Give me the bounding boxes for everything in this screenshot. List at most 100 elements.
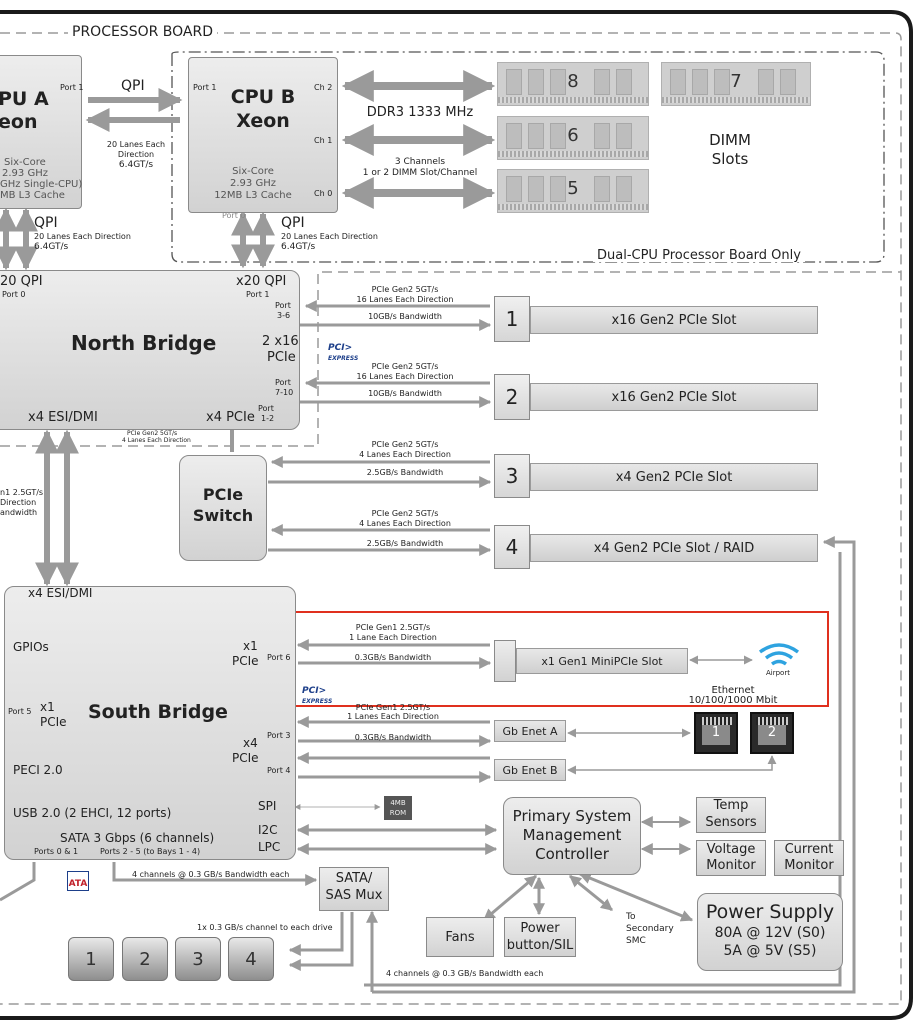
qpi-top-sub: Direction [117,150,155,159]
ddr-channels-2: 1 or 2 DIMM Slot/Channel [362,168,478,178]
nb-qpi-right: x20 QPI [236,274,287,289]
secondary-smc-label-2: Secondary [626,924,674,934]
nb-port36-b: 3-6 [277,311,291,320]
qpi-top-label: QPI [121,78,145,94]
south-bridge-box [4,586,296,860]
voltage-monitor-label-2: Monitor [706,858,756,873]
nb-port36: Port [275,301,291,310]
hard-drive-icon: 1 [68,937,114,981]
cpu-a-title: PU A [0,88,49,110]
temp-sensors-label-2: Sensors [705,815,757,830]
nb-link: PCIe Gen2 5GT/s [127,430,178,437]
minipcie-bw: 0.3GB/s Bandwidth [354,653,432,662]
sb-peci: PECI 2.0 [13,763,63,777]
fans-box [426,917,494,957]
nb-port710: Port [275,378,291,387]
nb-port0: Port 0 [2,290,26,299]
nb-x16: 2 x16 [262,334,299,349]
current-monitor-label-2: Monitor [784,858,834,873]
pcie-logo-text: PCI [302,686,319,696]
pcie-slot-4-number: 4 [494,525,530,569]
slot3-speed: PCIe Gen2 5GT/s [371,440,439,449]
pcie-logo-text: PCI [328,343,345,353]
sb-esi: x4 ESI/DMI [28,586,93,600]
ddr-channels: 3 Channels [394,157,446,167]
cpu-a-spec: GHz Single-CPU) [0,179,83,190]
fans-label: Fans [445,930,475,945]
drive-number: 1 [85,948,97,970]
dimm-slots-label: DIMM [709,131,751,149]
drive-number: 3 [192,948,204,970]
nb-x16-b: PCIe [267,350,296,365]
pcie-logo-text: EXPRESS [302,698,333,705]
ddr-label: DDR3 1333 MHz [366,105,474,120]
power-supply-box [697,893,843,971]
pcie-logo-icon: PCI>EXPRESS [302,686,333,705]
temp-sensors-label: Temp [713,798,749,813]
sata-mux-label-2: SAS Mux [325,888,383,903]
sb-x1: x1 [243,639,258,653]
hard-drive-icon: 3 [175,937,221,981]
slot4-bw: 2.5GB/s Bandwidth [366,539,444,548]
sb-spi: SPI [258,799,277,813]
power-button-box [504,917,576,957]
pcie-slot-2: x16 Gen2 PCIe Slot [530,383,818,411]
dimm-label: 6 [567,125,579,146]
sata-bw-bottom: 4 channels @ 0.3 GB/s Bandwidth each [386,969,544,978]
nb-x4pcie: x4 PCIe [206,410,255,425]
north-bridge-box [0,270,300,430]
enet-lanes: 1 Lanes Each Direction [347,712,439,721]
hard-drive-icon: 4 [228,937,274,981]
dimm-label: 7 [730,71,742,92]
sb-x4-b: PCIe [232,751,259,765]
minipcie-connector [494,640,516,682]
drive-number: 2 [139,948,151,970]
dimm-label: 8 [567,71,579,92]
ethernet-jack-number: 2 [767,725,777,740]
cpu-a-spec: 2.93 GHz [2,168,48,179]
sb-x1-b: PCIe [232,654,259,668]
voltage-monitor-label: Voltage [706,842,756,857]
nb-port12-b: 1-2 [261,414,275,423]
nb-port1: Port 1 [246,290,270,299]
left-link-label-2: Direction [0,498,37,507]
dimm-slots-label-2: Slots [711,150,749,168]
dual-cpu-note: Dual-CPU Processor Board Only [593,249,805,262]
pcie-slot-3: x4 Gen2 PCIe Slot [530,463,818,491]
outer-frame [0,10,913,1020]
sb-ports01: Ports 0 & 1 [34,847,79,856]
qpi-right-label: QPI [281,215,305,231]
cpu-b-box [188,57,338,213]
ethernet-jack-icon: 2 [750,712,794,754]
pcie-logo-text: EXPRESS [328,355,359,362]
cpu-b-title-2: Xeon [236,110,290,132]
sb-x4: x4 [243,736,258,750]
airport-label: Airport [766,669,790,677]
sb-port5: Port 5 [8,707,32,716]
rom-size: 4MB [390,799,406,807]
qpi-left-sub: 6.4GT/s [34,242,69,252]
sata-logo-icon: ATA [67,871,89,891]
sb-title: South Bridge [88,701,228,723]
enet-speed: PCIe Gen1 2.5GT/s [355,703,431,712]
pcie-slot-1: x16 Gen2 PCIe Slot [530,306,818,334]
slot3-lanes: 4 Lanes Each Direction [359,450,451,459]
sb-port3: Port 3 [267,731,291,740]
nb-port12: Port [258,404,274,413]
secondary-smc-label-3: SMC [626,936,646,946]
minipcie-slot: x1 Gen1 MiniPCIe Slot [516,648,688,674]
nb-link-2: 4 Lanes Each Direction [122,437,191,444]
smc-label: Primary System [512,807,632,825]
qpi-right-sub: 20 Lanes Each Direction [281,232,378,241]
pcie-switch-label-2: Switch [192,506,254,525]
cpu-b-title: CPU B [230,86,296,108]
qpi-top-sub: 6.4GT/s [118,160,154,170]
sb-port6: Port 6 [267,653,291,662]
enet-a-box: Gb Enet A [494,720,566,742]
dimm-8: 8 [497,62,649,106]
power-supply-title: Power Supply [705,901,835,923]
dimm-label: 5 [567,178,579,199]
cpu-b-ch1: Ch 1 [314,136,333,145]
smc-label-2: Management [522,826,622,844]
